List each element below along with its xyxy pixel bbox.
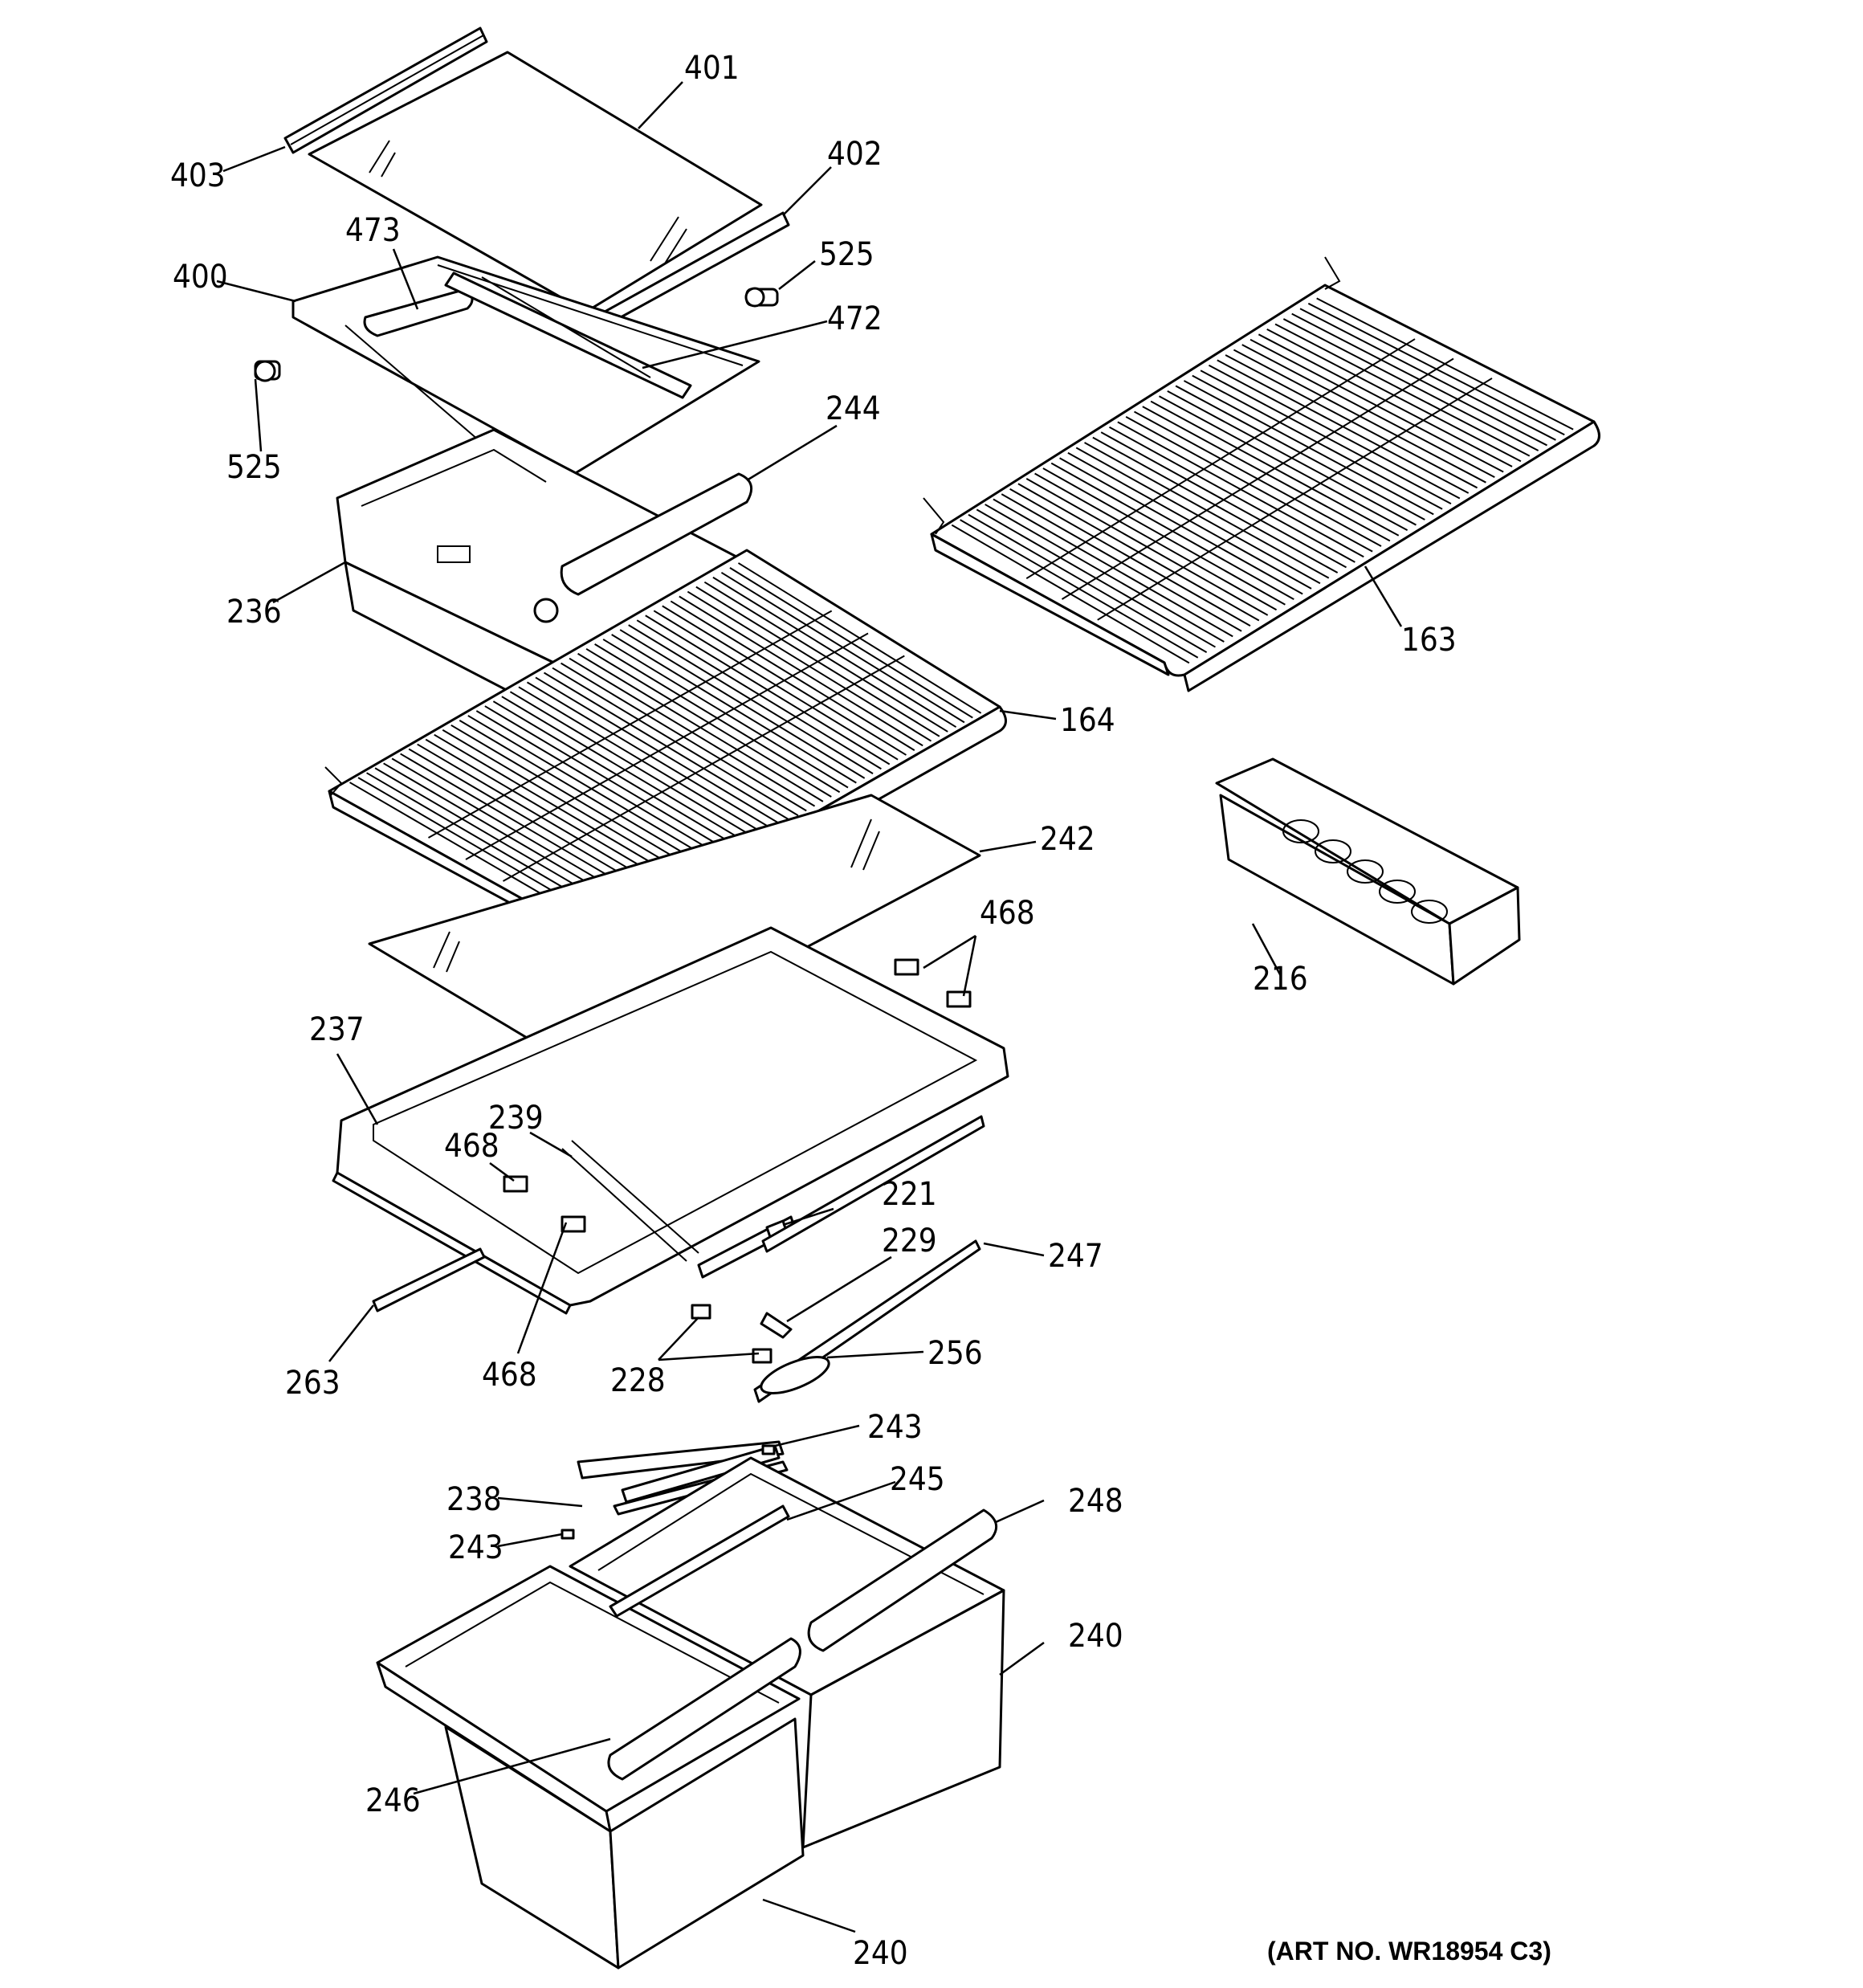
callout-237: 237 xyxy=(309,1011,365,1048)
callout-240-bottom: 240 xyxy=(853,1935,908,1972)
callout-525-right: 525 xyxy=(819,236,874,273)
callout-525-left: 525 xyxy=(226,449,282,486)
callout-246: 246 xyxy=(365,1782,421,1819)
callout-472: 472 xyxy=(827,300,883,337)
callout-164: 164 xyxy=(1060,702,1115,739)
callout-401: 401 xyxy=(684,50,740,87)
callout-229: 229 xyxy=(882,1223,937,1259)
callout-256: 256 xyxy=(927,1335,983,1372)
callout-labels: 401 403 402 473 400 525 472 525 244 236 … xyxy=(170,50,1551,1972)
callout-239: 239 xyxy=(488,1100,544,1137)
top-shelf-assembly xyxy=(254,27,790,476)
crisper-frame xyxy=(332,926,1009,1315)
callout-240-right: 240 xyxy=(1068,1618,1123,1655)
callout-248: 248 xyxy=(1068,1483,1123,1520)
callout-245: 245 xyxy=(890,1461,945,1498)
callout-468-bottom: 468 xyxy=(482,1357,537,1394)
callout-243-top: 243 xyxy=(867,1409,923,1446)
callout-216: 216 xyxy=(1253,961,1308,998)
callout-468-top: 468 xyxy=(980,895,1035,932)
wire-shelf-163 xyxy=(923,256,1600,692)
humidity-control xyxy=(691,1115,985,1403)
callout-228: 228 xyxy=(610,1362,666,1399)
callout-247: 247 xyxy=(1048,1238,1103,1275)
leader-lines xyxy=(216,81,1403,1933)
callout-236: 236 xyxy=(226,594,282,631)
callout-400: 400 xyxy=(173,259,228,296)
callout-403: 403 xyxy=(170,157,226,194)
callout-473: 473 xyxy=(345,212,401,249)
callout-244: 244 xyxy=(826,390,881,427)
callout-238: 238 xyxy=(446,1481,502,1518)
egg-bin xyxy=(1215,757,1521,986)
callout-242: 242 xyxy=(1040,821,1095,858)
callout-243-bottom: 243 xyxy=(448,1529,503,1566)
callout-402: 402 xyxy=(827,136,883,173)
callout-468-mid: 468 xyxy=(444,1128,499,1165)
callout-263: 263 xyxy=(285,1365,340,1402)
art-number: (ART NO. WR18954 C3) xyxy=(1267,1937,1551,1966)
crisper-pans xyxy=(376,1456,1005,1970)
glass-242 xyxy=(368,794,981,1070)
callout-221: 221 xyxy=(882,1176,937,1213)
callout-163: 163 xyxy=(1401,622,1457,659)
